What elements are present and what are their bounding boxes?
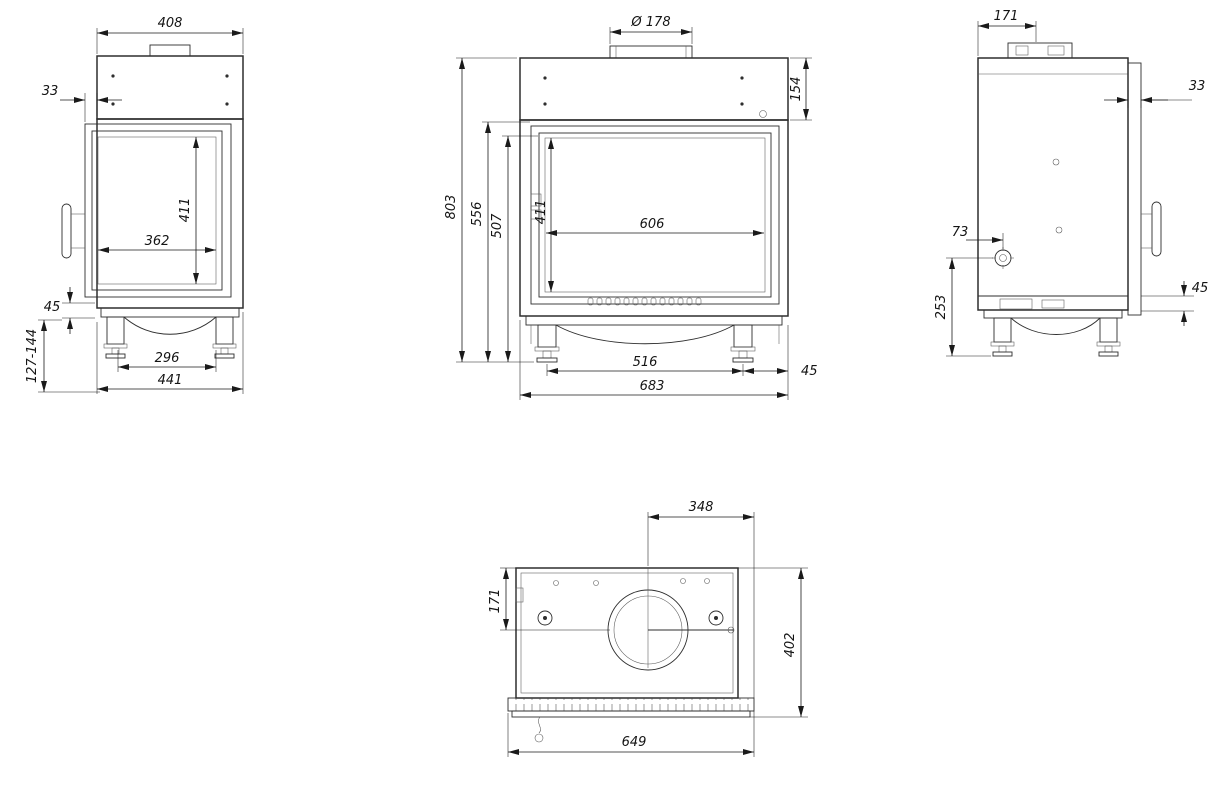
leg	[993, 317, 1012, 343]
dim-left-base-height: 45	[44, 300, 61, 315]
door-frame-inner	[538, 132, 772, 298]
flue-collar-front	[609, 45, 693, 59]
door-handle	[1151, 201, 1162, 257]
damper-knob	[759, 110, 767, 118]
dim-front-overall-width: 683	[640, 379, 665, 394]
air-inlet	[994, 249, 1012, 267]
dim-left-feet-spacing: 296	[155, 351, 180, 366]
dim-front-feet-spacing: 516	[633, 355, 658, 370]
front-view: Ø 178 154 803 556 507 411 606 516 45 683	[444, 15, 818, 400]
dim-front-base-offset: 45	[801, 364, 818, 379]
panel-hole	[1052, 158, 1060, 166]
dim-front-firebox-height: 507	[490, 213, 505, 239]
dim-front-glass-height: 411	[534, 200, 549, 225]
door-handle	[61, 203, 72, 259]
side-tab	[515, 587, 524, 603]
flue-collar-side	[1007, 42, 1073, 59]
panel-hole	[1055, 226, 1063, 234]
dim-left-overall-depth: 441	[158, 373, 183, 388]
dim-right-frame-offset: 33	[1189, 79, 1206, 94]
door-frame-outer	[84, 123, 232, 298]
right-side-view: 171 33 73 253 45	[934, 9, 1209, 357]
body-top-outline	[515, 567, 739, 699]
base-plate	[983, 309, 1123, 319]
dim-left-glass-width: 362	[145, 234, 170, 249]
front-lip	[511, 710, 751, 718]
top-view: 348 171 402 649	[488, 500, 808, 757]
dim-front-flue-diameter: Ø 178	[630, 15, 670, 30]
door-glass	[97, 136, 217, 285]
dim-top-flue-center-offset: 348	[689, 500, 714, 515]
bolt-hole	[553, 580, 559, 586]
apron-curve	[555, 324, 735, 345]
dim-left-top-width: 408	[158, 16, 183, 31]
dim-left-leg-height-range: 127-144	[25, 329, 40, 383]
dim-top-overall-width: 649	[622, 735, 647, 750]
pull-chain	[538, 716, 541, 734]
dim-left-frame-offset: 33	[42, 84, 59, 99]
dim-front-body-height: 556	[470, 202, 485, 227]
bolt-hole	[704, 578, 710, 584]
firebox-body-side	[96, 118, 244, 309]
mount-hole	[537, 610, 553, 626]
plenum-box-front	[519, 57, 789, 121]
door-frame-outer	[530, 125, 780, 305]
front-frame-top	[507, 697, 755, 712]
bolt-hole	[680, 578, 686, 584]
adjustable-foot	[105, 353, 126, 359]
base-plate	[100, 307, 240, 318]
flue-collar-side	[149, 44, 191, 57]
firebox-body-side	[977, 57, 1129, 311]
leg	[733, 324, 753, 348]
bolt-hole	[593, 580, 599, 586]
dim-top-overall-depth: 402	[783, 633, 798, 658]
dim-left-glass-height: 411	[178, 198, 193, 223]
apron-curve	[123, 316, 217, 335]
dim-right-base-height: 45	[1192, 281, 1209, 296]
leg	[537, 324, 557, 348]
dim-front-plenum-height: 154	[789, 77, 804, 102]
dim-front-overall-height: 803	[444, 195, 459, 220]
door-latch	[530, 193, 542, 207]
door-frame-inner	[91, 130, 223, 291]
base-plate	[525, 315, 783, 326]
apron-curve	[1010, 317, 1101, 335]
dim-top-flue-center-depth: 171	[488, 589, 503, 614]
leg	[215, 316, 234, 345]
mount-hole	[708, 610, 724, 626]
plenum-box-side	[96, 55, 244, 120]
leg	[1099, 317, 1118, 343]
pull-ring	[534, 733, 544, 743]
dim-right-inlet-height: 253	[934, 295, 949, 320]
adjustable-foot	[732, 357, 754, 363]
dim-right-flue-depth: 171	[994, 9, 1019, 24]
dim-front-glass-width: 606	[640, 217, 665, 232]
dim-right-inlet-offset: 73	[952, 225, 969, 240]
adjustable-foot	[1098, 351, 1119, 357]
front-frame-edge	[1127, 62, 1142, 316]
adjustable-foot	[214, 353, 235, 359]
left-side-view: 408 33 411 362 45 296 441 127-144	[25, 16, 244, 394]
leg	[106, 316, 125, 345]
adjustable-foot	[992, 351, 1013, 357]
door-glass	[544, 137, 766, 293]
adjustable-foot	[536, 357, 558, 363]
